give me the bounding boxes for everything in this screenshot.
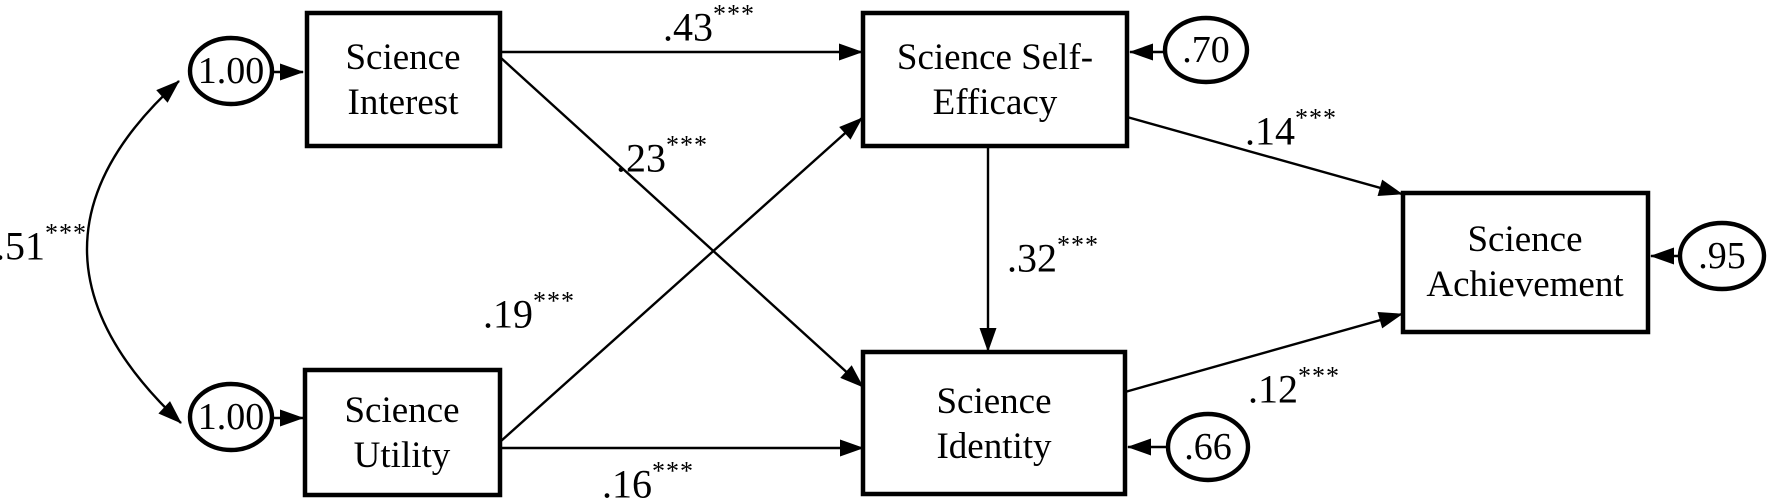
node-box-science-self-efficacy [860,10,1130,149]
covariance-label-interest-utility: .51*** [0,218,87,269]
path-arrow-utility-to-self-efficacy [500,117,863,442]
error-value-self-efficacy: .70 [1182,29,1230,71]
path-label-identity-to-achievement: .12*** [1248,361,1340,412]
node-box-science-achievement [1400,190,1651,335]
node-box-science-identity [860,349,1128,497]
error-value-achievement: .95 [1698,235,1746,277]
node-label-science-self-efficacy: Science Self- Efficacy [896,37,1094,123]
node-label-science-interest: Science Interest [345,37,461,123]
path-label-utility-to-self-efficacy: .19*** [483,286,575,337]
node-label-science-identity: Science Identity [936,381,1052,467]
node-label-science-achievement: Science Achievement [1426,219,1624,305]
path-label-interest-to-identity: .23*** [616,130,708,181]
path-label-utility-to-identity: .16*** [602,456,694,502]
error-value-identity: .66 [1184,426,1232,468]
variance-value-utility: 1.00 [197,396,265,438]
path-arrow-identity-to-achievement [1124,312,1403,394]
covariance-arrow-interest-utility [85,80,182,424]
node-label-science-utility: Science Utility [344,390,460,476]
variance-value-interest: 1.00 [197,50,265,92]
path-label-self-efficacy-to-achievement: .14*** [1245,103,1337,154]
error-ellipse-self-efficacy [1162,15,1250,85]
path-arrow-interest-to-identity [500,57,864,388]
node-box-science-utility [302,367,503,498]
path-label-self-efficacy-to-identity: .32*** [1007,230,1099,281]
node-box-science-interest [304,10,503,149]
path-label-interest-to-self-efficacy: .43*** [663,0,755,50]
path-arrow-self-efficacy-to-achievement [1126,115,1403,196]
